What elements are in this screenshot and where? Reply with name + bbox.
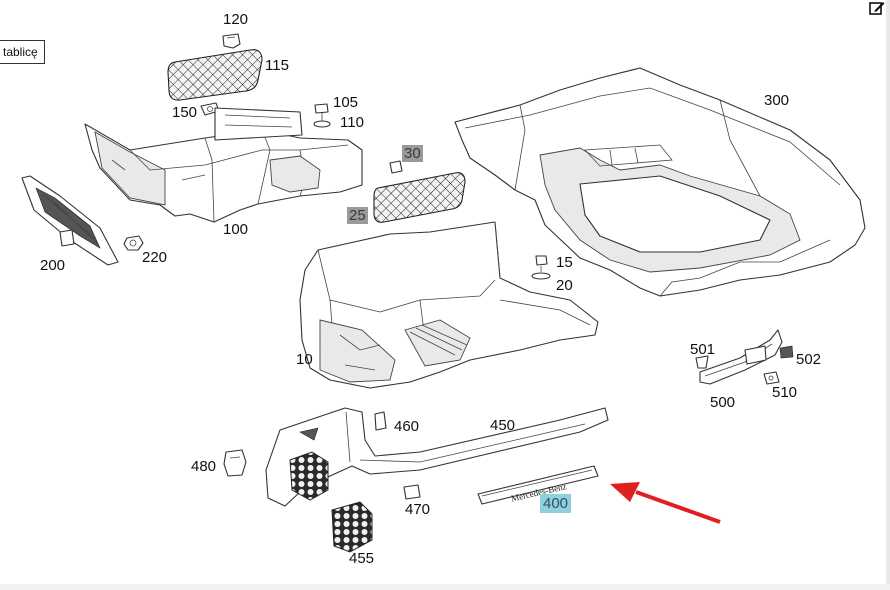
callout-115: 115 bbox=[265, 57, 289, 74]
sill-plate-400: Mercedes-Benz bbox=[477, 465, 599, 505]
callout-455: 455 bbox=[349, 550, 375, 567]
clip-470 bbox=[403, 484, 421, 500]
callout-110: 110 bbox=[340, 114, 364, 131]
fastener-105-110 bbox=[313, 103, 331, 128]
callout-510: 510 bbox=[772, 384, 798, 401]
callout-470: 470 bbox=[405, 501, 431, 518]
clip-480 bbox=[223, 449, 247, 477]
callout-501: 501 bbox=[690, 341, 716, 358]
nut-220 bbox=[123, 235, 144, 251]
callout-25: 25 bbox=[347, 207, 368, 224]
callout-480: 480 bbox=[191, 458, 217, 475]
callout-20: 20 bbox=[556, 277, 573, 294]
table-chip[interactable]: tablicę bbox=[0, 40, 45, 64]
callout-200: 200 bbox=[40, 257, 66, 274]
edit-pencil-icon[interactable] bbox=[869, 0, 885, 16]
callout-105: 105 bbox=[333, 94, 359, 111]
callout-15: 15 bbox=[556, 254, 573, 271]
callout-30: 30 bbox=[402, 145, 423, 162]
clip-502 bbox=[779, 345, 794, 359]
hex-grille-455 bbox=[331, 501, 373, 553]
callout-100: 100 bbox=[223, 221, 249, 238]
rear-carpet-300 bbox=[454, 67, 866, 297]
callout-400: 400 bbox=[540, 494, 572, 513]
clip-460 bbox=[374, 411, 387, 431]
bottom-edge bbox=[0, 584, 890, 590]
callout-500: 500 bbox=[710, 394, 736, 411]
clip-510 bbox=[763, 371, 780, 385]
clip-501 bbox=[695, 355, 709, 369]
rear-trim-500 bbox=[699, 329, 783, 385]
red-arrow bbox=[610, 482, 721, 524]
mesh-panel-115 bbox=[167, 49, 263, 101]
trunk-carpet-10 bbox=[299, 221, 599, 389]
callout-10: 10 bbox=[296, 351, 313, 368]
callout-502: 502 bbox=[796, 351, 822, 368]
clip-120 bbox=[222, 33, 241, 49]
front-carpet-100 bbox=[84, 107, 363, 223]
mesh-panel-25 bbox=[373, 172, 466, 223]
callout-120: 120 bbox=[223, 11, 249, 28]
callout-300: 300 bbox=[764, 92, 790, 109]
clip-30 bbox=[389, 160, 403, 174]
callout-460: 460 bbox=[394, 418, 420, 435]
callout-150: 150 bbox=[172, 104, 198, 121]
grille-part-200 bbox=[21, 175, 119, 266]
side-trim-450 bbox=[265, 407, 609, 507]
scrollbar-track[interactable] bbox=[886, 0, 890, 590]
fastener-15-20 bbox=[531, 255, 551, 280]
callout-450: 450 bbox=[490, 417, 516, 434]
callout-220: 220 bbox=[142, 249, 168, 266]
